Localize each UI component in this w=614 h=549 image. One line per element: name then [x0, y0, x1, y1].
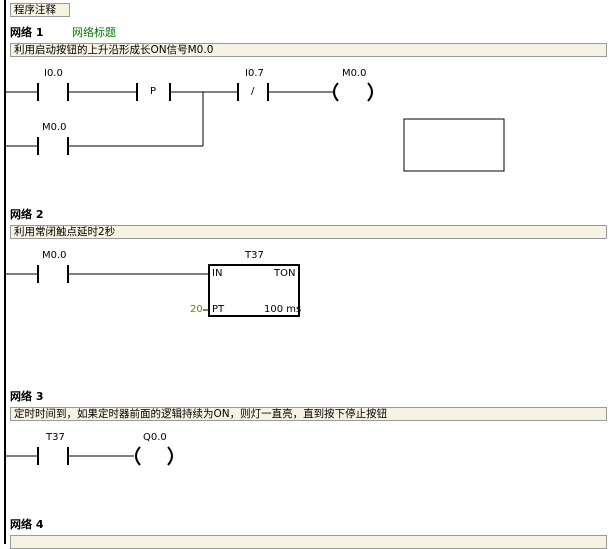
timer-type: TON	[274, 268, 296, 279]
coil-label-m00[interactable]: M0.0	[342, 68, 367, 79]
network-2-label[interactable]: 网络 2	[10, 208, 44, 221]
network-1-title[interactable]: 网络标题	[72, 26, 116, 39]
network-1-label[interactable]: 网络 1	[10, 26, 44, 39]
timer-pt-value[interactable]: 20	[190, 304, 203, 315]
network-3-label[interactable]: 网络 3	[10, 390, 44, 403]
network-1-rung	[5, 82, 373, 155]
timer-pt-label: PT	[212, 304, 225, 315]
network-2-rung	[5, 264, 300, 317]
network-2-comment[interactable]: 利用常闭触点延时2秒	[10, 225, 607, 239]
contact-nc-slash: /	[251, 86, 255, 97]
network-1-comment[interactable]: 利用启动按钮的上升沿形成长ON信号M0.0	[10, 43, 607, 57]
contact-label-t37[interactable]: T37	[46, 432, 65, 443]
timer-in-label: IN	[212, 268, 223, 279]
coil-label-q00[interactable]: Q0.0	[143, 432, 167, 443]
contact-label-i00[interactable]: I0.0	[44, 68, 63, 79]
program-comment[interactable]: 程序注释	[10, 3, 70, 17]
contact-label-p[interactable]: P	[150, 86, 157, 97]
network-4-label[interactable]: 网络 4	[10, 518, 44, 531]
selection-box	[403, 118, 505, 172]
timer-box-t37	[208, 264, 300, 317]
network-3-comment[interactable]: 定时时间到，如果定时器前面的逻辑持续为ON，则灯一直亮，直到按下停止按钮	[10, 407, 607, 421]
contact-label-m00-n2[interactable]: M0.0	[42, 250, 67, 261]
contact-label-i07[interactable]: I0.7	[245, 68, 264, 79]
network-3-rung	[5, 446, 173, 466]
timer-name[interactable]: T37	[245, 250, 264, 261]
contact-label-m00-branch[interactable]: M0.0	[42, 122, 67, 133]
timer-base: 100 ms	[264, 304, 302, 315]
network-4-comment[interactable]	[10, 535, 607, 549]
